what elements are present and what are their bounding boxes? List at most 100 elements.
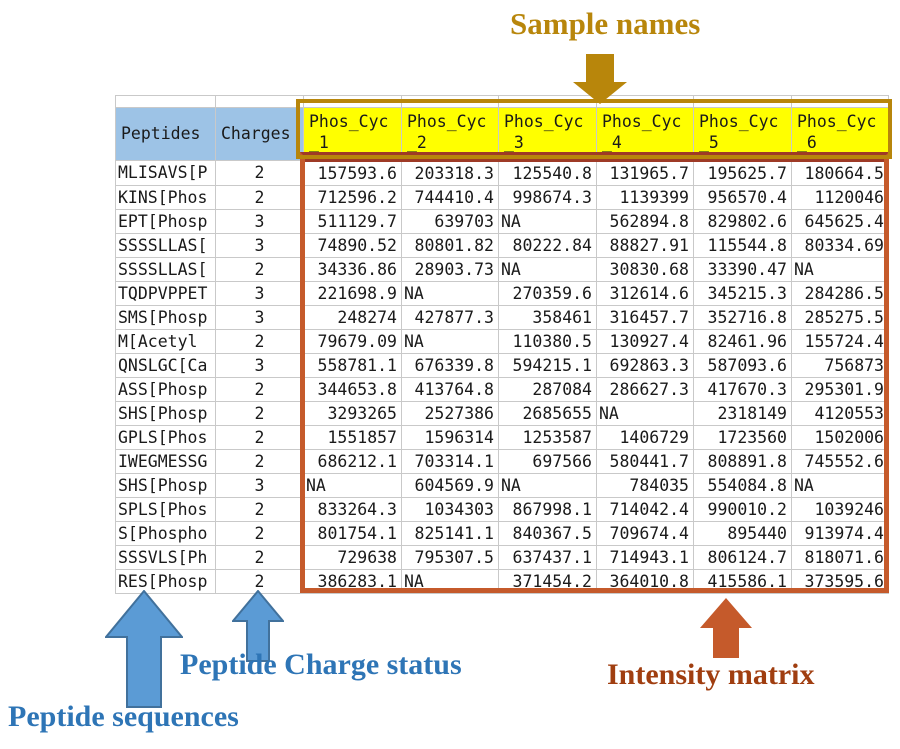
charge-cell[interactable]: 3 <box>215 209 304 234</box>
charge-cell[interactable]: 2 <box>215 425 304 450</box>
intensity-cell[interactable]: 686212.1 <box>303 449 402 474</box>
intensity-cell[interactable]: 676339.8 <box>401 353 499 378</box>
peptide-cell[interactable]: IWEGMESSG <box>115 449 216 474</box>
empty-cell[interactable] <box>693 95 792 108</box>
charge-cell[interactable]: 3 <box>215 305 304 330</box>
charge-cell[interactable]: 2 <box>215 159 304 186</box>
peptide-cell[interactable]: SSSSLLAS[ <box>115 233 216 258</box>
sample-column-header[interactable]: Phos_Cyc_2 <box>401 107 499 162</box>
intensity-cell[interactable]: 131965.7 <box>596 159 694 186</box>
intensity-cell[interactable]: 358461 <box>498 305 597 330</box>
intensity-cell[interactable]: 714042.4 <box>596 497 694 522</box>
intensity-cell[interactable]: 110380.5 <box>498 329 597 354</box>
peptide-cell[interactable]: SMS[Phosp <box>115 305 216 330</box>
intensity-cell[interactable]: 913974.4 <box>791 521 889 546</box>
charge-cell[interactable]: 2 <box>215 545 304 570</box>
intensity-cell[interactable]: 415586.1 <box>693 569 792 594</box>
intensity-cell[interactable]: 312614.6 <box>596 281 694 306</box>
intensity-cell[interactable]: NA <box>596 401 694 426</box>
intensity-cell[interactable]: 371454.2 <box>498 569 597 594</box>
intensity-cell[interactable]: 840367.5 <box>498 521 597 546</box>
peptide-cell[interactable]: SHS[Phosp <box>115 401 216 426</box>
intensity-cell[interactable]: NA <box>498 209 597 234</box>
peptide-cell[interactable]: SSSVLS[Ph <box>115 545 216 570</box>
peptide-cell[interactable]: ASS[Phosp <box>115 377 216 402</box>
intensity-cell[interactable]: 295301.9 <box>791 377 889 402</box>
intensity-cell[interactable]: 82461.96 <box>693 329 792 354</box>
peptide-cell[interactable]: MLISAVS[P <box>115 159 216 186</box>
intensity-cell[interactable]: 990010.2 <box>693 497 792 522</box>
intensity-cell[interactable]: NA <box>401 569 499 594</box>
intensity-cell[interactable]: 316457.7 <box>596 305 694 330</box>
peptide-cell[interactable]: S[Phospho <box>115 521 216 546</box>
intensity-cell[interactable]: 712596.2 <box>303 185 402 210</box>
intensity-cell[interactable]: 352716.8 <box>693 305 792 330</box>
intensity-cell[interactable]: NA <box>498 257 597 282</box>
charge-cell[interactable]: 3 <box>215 281 304 306</box>
intensity-cell[interactable]: 808891.8 <box>693 449 792 474</box>
charges-column-header[interactable]: Charges <box>215 107 304 161</box>
intensity-cell[interactable]: 413764.8 <box>401 377 499 402</box>
intensity-cell[interactable]: 30830.68 <box>596 257 694 282</box>
intensity-cell[interactable]: 580441.7 <box>596 449 694 474</box>
intensity-cell[interactable]: 284286.5 <box>791 281 889 306</box>
charge-cell[interactable]: 2 <box>215 377 304 402</box>
peptide-cell[interactable]: SPLS[Phos <box>115 497 216 522</box>
intensity-cell[interactable]: 180664.5 <box>791 159 889 186</box>
intensity-cell[interactable]: 1034303 <box>401 497 499 522</box>
charge-cell[interactable]: 2 <box>215 449 304 474</box>
charge-cell[interactable]: 3 <box>215 473 304 498</box>
intensity-cell[interactable]: 1551857 <box>303 425 402 450</box>
intensity-cell[interactable]: 270359.6 <box>498 281 597 306</box>
intensity-cell[interactable]: 558781.1 <box>303 353 402 378</box>
intensity-cell[interactable]: 825141.1 <box>401 521 499 546</box>
peptide-cell[interactable]: M[Acetyl <box>115 329 216 354</box>
intensity-cell[interactable]: 221698.9 <box>303 281 402 306</box>
peptide-cell[interactable]: EPT[Phosp <box>115 209 216 234</box>
intensity-cell[interactable]: 80801.82 <box>401 233 499 258</box>
intensity-cell[interactable]: 703314.1 <box>401 449 499 474</box>
charge-cell[interactable]: 3 <box>215 353 304 378</box>
intensity-cell[interactable]: 833264.3 <box>303 497 402 522</box>
intensity-cell[interactable]: 745552.6 <box>791 449 889 474</box>
intensity-cell[interactable]: 125540.8 <box>498 159 597 186</box>
intensity-cell[interactable]: 806124.7 <box>693 545 792 570</box>
intensity-cell[interactable]: 511129.7 <box>303 209 402 234</box>
intensity-cell[interactable]: NA <box>791 257 889 282</box>
intensity-cell[interactable]: 756873 <box>791 353 889 378</box>
empty-cell[interactable] <box>401 95 499 108</box>
peptide-cell[interactable]: TQDPVPPET <box>115 281 216 306</box>
intensity-cell[interactable]: 3293265 <box>303 401 402 426</box>
intensity-cell[interactable]: 587093.6 <box>693 353 792 378</box>
intensity-cell[interactable]: 427877.3 <box>401 305 499 330</box>
intensity-cell[interactable]: 248274 <box>303 305 402 330</box>
intensity-cell[interactable]: 645625.4 <box>791 209 889 234</box>
intensity-cell[interactable]: 287084 <box>498 377 597 402</box>
intensity-cell[interactable]: 417670.3 <box>693 377 792 402</box>
intensity-cell[interactable]: 639703 <box>401 209 499 234</box>
empty-cell[interactable] <box>303 95 402 108</box>
intensity-cell[interactable]: 604569.9 <box>401 473 499 498</box>
intensity-cell[interactable]: 895440 <box>693 521 792 546</box>
intensity-cell[interactable]: 2527386 <box>401 401 499 426</box>
intensity-cell[interactable]: 594215.1 <box>498 353 597 378</box>
intensity-cell[interactable]: 115544.8 <box>693 233 792 258</box>
charge-cell[interactable]: 2 <box>215 329 304 354</box>
intensity-cell[interactable]: 33390.47 <box>693 257 792 282</box>
intensity-cell[interactable]: 729638 <box>303 545 402 570</box>
peptide-cell[interactable]: GPLS[Phos <box>115 425 216 450</box>
intensity-cell[interactable]: 956570.4 <box>693 185 792 210</box>
intensity-cell[interactable]: 998674.3 <box>498 185 597 210</box>
intensity-cell[interactable]: 562894.8 <box>596 209 694 234</box>
charge-cell[interactable]: 3 <box>215 233 304 258</box>
intensity-cell[interactable]: 1120046 <box>791 185 889 210</box>
peptide-cell[interactable]: SSSSLLAS[ <box>115 257 216 282</box>
intensity-cell[interactable]: NA <box>401 329 499 354</box>
intensity-cell[interactable]: NA <box>303 473 402 498</box>
intensity-cell[interactable]: 1406729 <box>596 425 694 450</box>
intensity-cell[interactable]: 697566 <box>498 449 597 474</box>
intensity-cell[interactable]: 344653.8 <box>303 377 402 402</box>
peptide-cell[interactable]: SHS[Phosp <box>115 473 216 498</box>
intensity-cell[interactable]: 386283.1 <box>303 569 402 594</box>
intensity-cell[interactable]: 285275.5 <box>791 305 889 330</box>
